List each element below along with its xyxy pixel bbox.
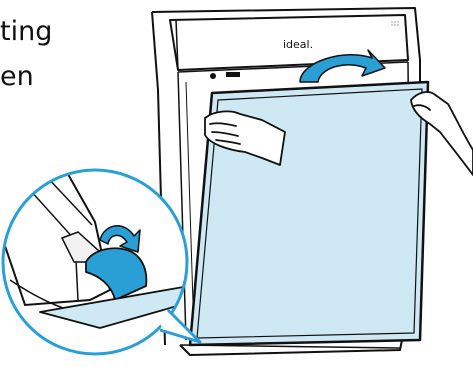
display-indicator <box>226 72 240 77</box>
zoom-callout <box>3 160 200 354</box>
power-button-icon <box>210 73 216 79</box>
brand-logo: ideal. <box>283 38 313 51</box>
